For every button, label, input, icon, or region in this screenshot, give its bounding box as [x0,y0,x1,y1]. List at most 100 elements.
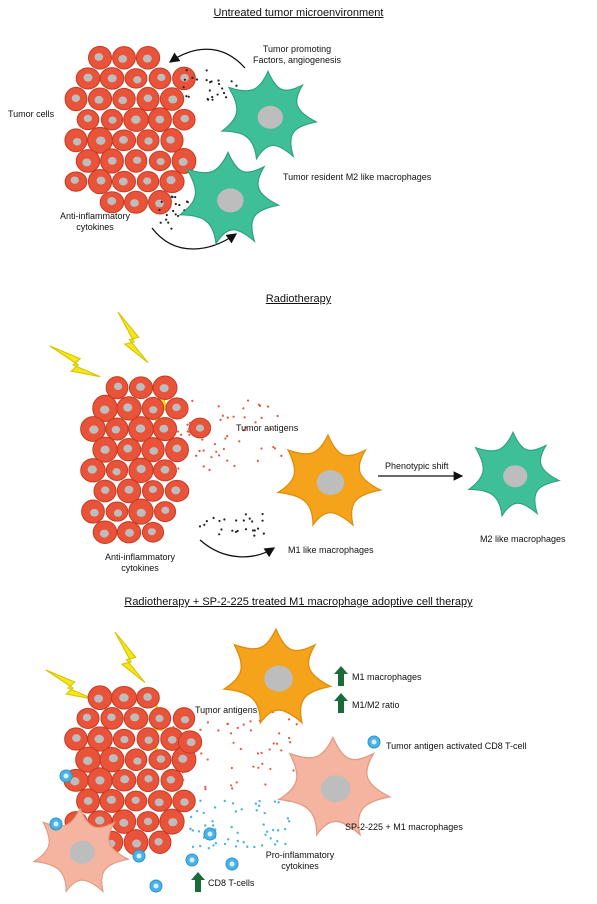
cytokine-dot [280,455,282,457]
tumor-cell [106,418,128,440]
cytokine-dot [181,734,183,736]
cytokine-dot [261,763,263,765]
cytokine-dot [257,767,259,769]
tumor-cell [100,192,124,213]
tumor-cell [153,376,177,399]
tumor-cell [101,708,123,730]
tumor-cell [172,148,196,173]
cytokine-dot [223,448,225,450]
cytokine-dot [217,79,219,81]
label-sp-m1: SP-2-225 + M1 macrophages [345,822,463,833]
cytokine-dot [199,800,201,802]
cytokine-dot [237,727,239,729]
cytokine-dot [158,209,160,211]
tumor-cell [88,88,111,110]
cytokine-dot [224,843,226,845]
cytokine-dot [218,405,220,407]
tumor-cell [65,87,87,110]
cytokine-dot [180,434,182,436]
cd8-t-cell [204,828,216,840]
up-arrow-icon [334,693,348,713]
cytokine-dot [178,401,180,403]
cytokine-dot [177,780,179,782]
tumor-cell [137,130,159,151]
label-line: Anti-inflammatory [105,552,175,562]
cytokine-dot [260,447,262,449]
cytokine-dot [203,465,205,467]
cytokine-dot [223,92,225,94]
cytokine-dot [253,846,255,848]
tumor-cell [113,47,136,69]
cytokine-dot [224,800,226,802]
panel2-title: Radiotherapy [0,293,597,305]
lightning-icon [50,332,100,391]
cytokine-dot [198,737,200,739]
tumor-cell [137,728,159,751]
tumor-cell [161,128,183,152]
cytokine-dot [199,525,201,527]
cytokine-dot [218,83,220,85]
cytokine-dot [242,407,244,409]
tumor-cell [137,769,159,792]
tumor-cell [65,129,87,152]
cytokine-dot [186,424,188,426]
tumor-cell [117,438,140,460]
cytokine-dot [218,454,220,456]
cytokine-dot [250,729,252,731]
cytokine-dot [175,213,177,215]
tumor-cell [76,150,99,173]
cytokine-dot [182,771,184,773]
tumor-cell [129,499,153,524]
cytokine-dot [210,456,212,458]
cytokine-dot [288,718,290,720]
cytokine-dot [221,87,223,89]
tumor-cell [137,171,158,191]
sp-2-225-m1-macrophage [279,737,390,834]
cytokine-dot [183,86,185,88]
cytokine-dot [240,748,242,750]
label-m1-macrophages: M1 macrophages [352,672,422,683]
cytokine-dot [284,828,286,830]
cd8-t-cell [150,880,162,892]
cytokine-dot [237,840,239,842]
cytokine-dot [214,443,216,445]
tumor-cell [125,69,147,88]
tumor-cell [81,459,106,482]
panel3-title: Radiotherapy + SP-2-225 treated M1 macro… [0,596,597,608]
cytokine-dot [167,222,169,224]
cytokine-dot [241,808,243,810]
cytokine-dot [214,806,216,808]
tumor-cell [125,791,147,811]
cytokine-dot [217,729,219,731]
cytokine-dot [204,788,206,790]
cytokine-dot [208,469,210,471]
label-tumor-promoting: Tumor promoting Factors, angiogenesis [232,44,362,66]
lightning-icon [46,657,94,713]
tumor-cell [125,191,148,213]
tumor-cell [101,109,122,130]
cytokine-dot [227,838,229,840]
cytokine-dot [212,517,214,519]
panel1-title: Untreated tumor microenvironment [0,7,597,19]
cytokine-dot [199,729,201,731]
tumor-cell [88,169,111,193]
cytokine-dot [185,710,187,712]
cytokine-dot [198,830,200,832]
cytokine-dot [235,519,237,521]
tumor-cell [113,88,135,109]
label-anti-inflammatory: Anti-inflammatory cytokines [40,211,150,233]
cytokine-dot [231,80,233,82]
cytokine-dot [222,415,224,417]
label-tumor-antigens: Tumor antigens [195,705,257,716]
cytokine-dot [272,829,274,831]
cytokine-dot [231,787,233,789]
cytokine-dot [207,721,209,723]
cytokine-dot [232,742,234,744]
cytokine-dot [252,766,254,768]
cytokine-dot [249,517,251,519]
cytokine-dot [251,520,253,522]
tumor-cell [161,769,183,791]
cytokine-dot [209,426,211,428]
cytokine-dot [227,416,229,418]
cytokine-dot [191,77,193,79]
